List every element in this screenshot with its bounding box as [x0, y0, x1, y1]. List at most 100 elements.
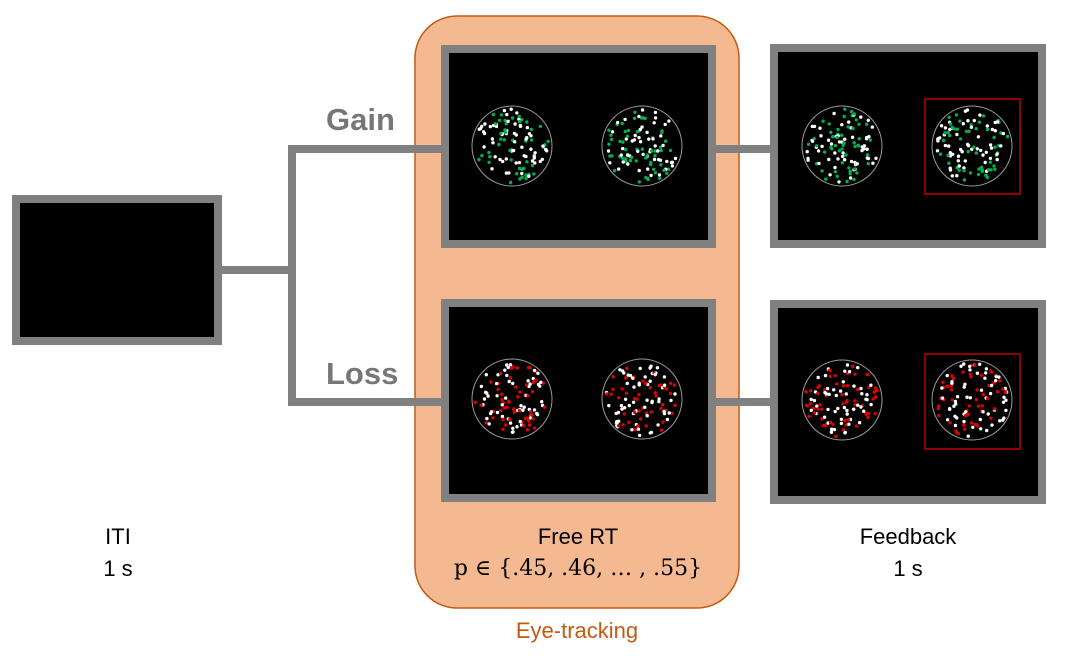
dot: [981, 410, 985, 414]
dot: [633, 396, 637, 401]
dot: [489, 410, 494, 414]
dot: [637, 168, 641, 173]
dot: [482, 131, 487, 136]
dot: [616, 424, 621, 428]
dot: [816, 391, 820, 396]
dot: [499, 392, 504, 396]
dot: [528, 416, 533, 420]
dot: [851, 364, 855, 369]
dot: [662, 168, 666, 172]
dot: [845, 179, 849, 184]
dot: [841, 384, 846, 388]
aperture-circle: [801, 105, 883, 187]
dot: [660, 129, 664, 133]
dot: [975, 147, 979, 151]
dot: [496, 387, 500, 392]
dot: [520, 145, 524, 149]
dot: [846, 125, 850, 129]
dot: [525, 120, 529, 124]
dot: [656, 157, 661, 162]
dot: [479, 384, 484, 389]
dot: [969, 375, 973, 379]
loss-feedback-left-patch: [801, 359, 883, 441]
dot: [488, 155, 492, 159]
dot: [827, 157, 831, 162]
dot: [609, 137, 614, 142]
dot: [940, 386, 944, 390]
dot: [807, 414, 811, 419]
dot: [839, 133, 844, 137]
dot: [955, 174, 959, 178]
dot: [948, 122, 953, 126]
dot: [973, 363, 977, 367]
dot: [833, 409, 837, 414]
dot: [849, 109, 854, 114]
dot: [956, 154, 961, 158]
aperture-circle: [601, 105, 683, 187]
dot: [504, 122, 508, 126]
dot: [862, 409, 866, 413]
dot: [657, 173, 662, 177]
dot: [817, 161, 821, 166]
dot: [653, 149, 657, 153]
dot: [516, 395, 520, 399]
dot: [505, 112, 509, 117]
gain-feedback-highlight: [924, 98, 1021, 195]
dot: [484, 421, 488, 425]
dot: [493, 122, 498, 126]
loss-feedback-right-patch: [931, 359, 1013, 441]
dot: [649, 149, 654, 153]
dot: [839, 417, 844, 421]
dot: [847, 422, 851, 426]
dot: [978, 113, 982, 117]
dot: [518, 123, 523, 128]
dot: [1001, 387, 1005, 391]
dot: [518, 390, 522, 394]
dot: [855, 162, 859, 166]
dot: [512, 407, 516, 411]
dot: [657, 397, 661, 401]
dot: [963, 382, 967, 386]
dot: [998, 419, 1002, 423]
dot: [618, 368, 622, 372]
dot: [832, 388, 836, 392]
dot: [509, 366, 514, 370]
dot: [500, 397, 504, 402]
dot: [841, 428, 846, 432]
dot: [532, 408, 537, 412]
dot: [809, 397, 813, 402]
dot: [515, 425, 519, 429]
dot: [610, 130, 615, 134]
dot: [992, 407, 997, 411]
dot: [529, 147, 533, 151]
dot: [623, 117, 627, 122]
dot: [504, 396, 508, 400]
dot: [985, 127, 990, 132]
dot: [980, 404, 984, 408]
dot: [852, 384, 856, 388]
dot: [941, 138, 946, 143]
dot: [874, 156, 878, 160]
dot: [845, 398, 849, 403]
dot: [937, 413, 941, 418]
dot: [530, 159, 535, 163]
dot: [948, 151, 952, 155]
dot: [659, 163, 663, 167]
dot: [993, 129, 997, 133]
dot: [512, 410, 517, 414]
dot: [508, 180, 513, 185]
loss-label: Loss: [326, 356, 399, 391]
dot: [958, 119, 962, 123]
dot: [857, 421, 862, 425]
dot: [673, 392, 677, 396]
dot: [620, 369, 625, 373]
dot: [482, 397, 487, 401]
dot: [828, 368, 832, 372]
dot: [993, 167, 997, 171]
dot: [607, 403, 611, 408]
dot: [812, 398, 817, 403]
dot: [665, 417, 670, 422]
dot: [995, 390, 1000, 394]
dot: [823, 388, 827, 392]
iti-screen: [12, 195, 222, 345]
